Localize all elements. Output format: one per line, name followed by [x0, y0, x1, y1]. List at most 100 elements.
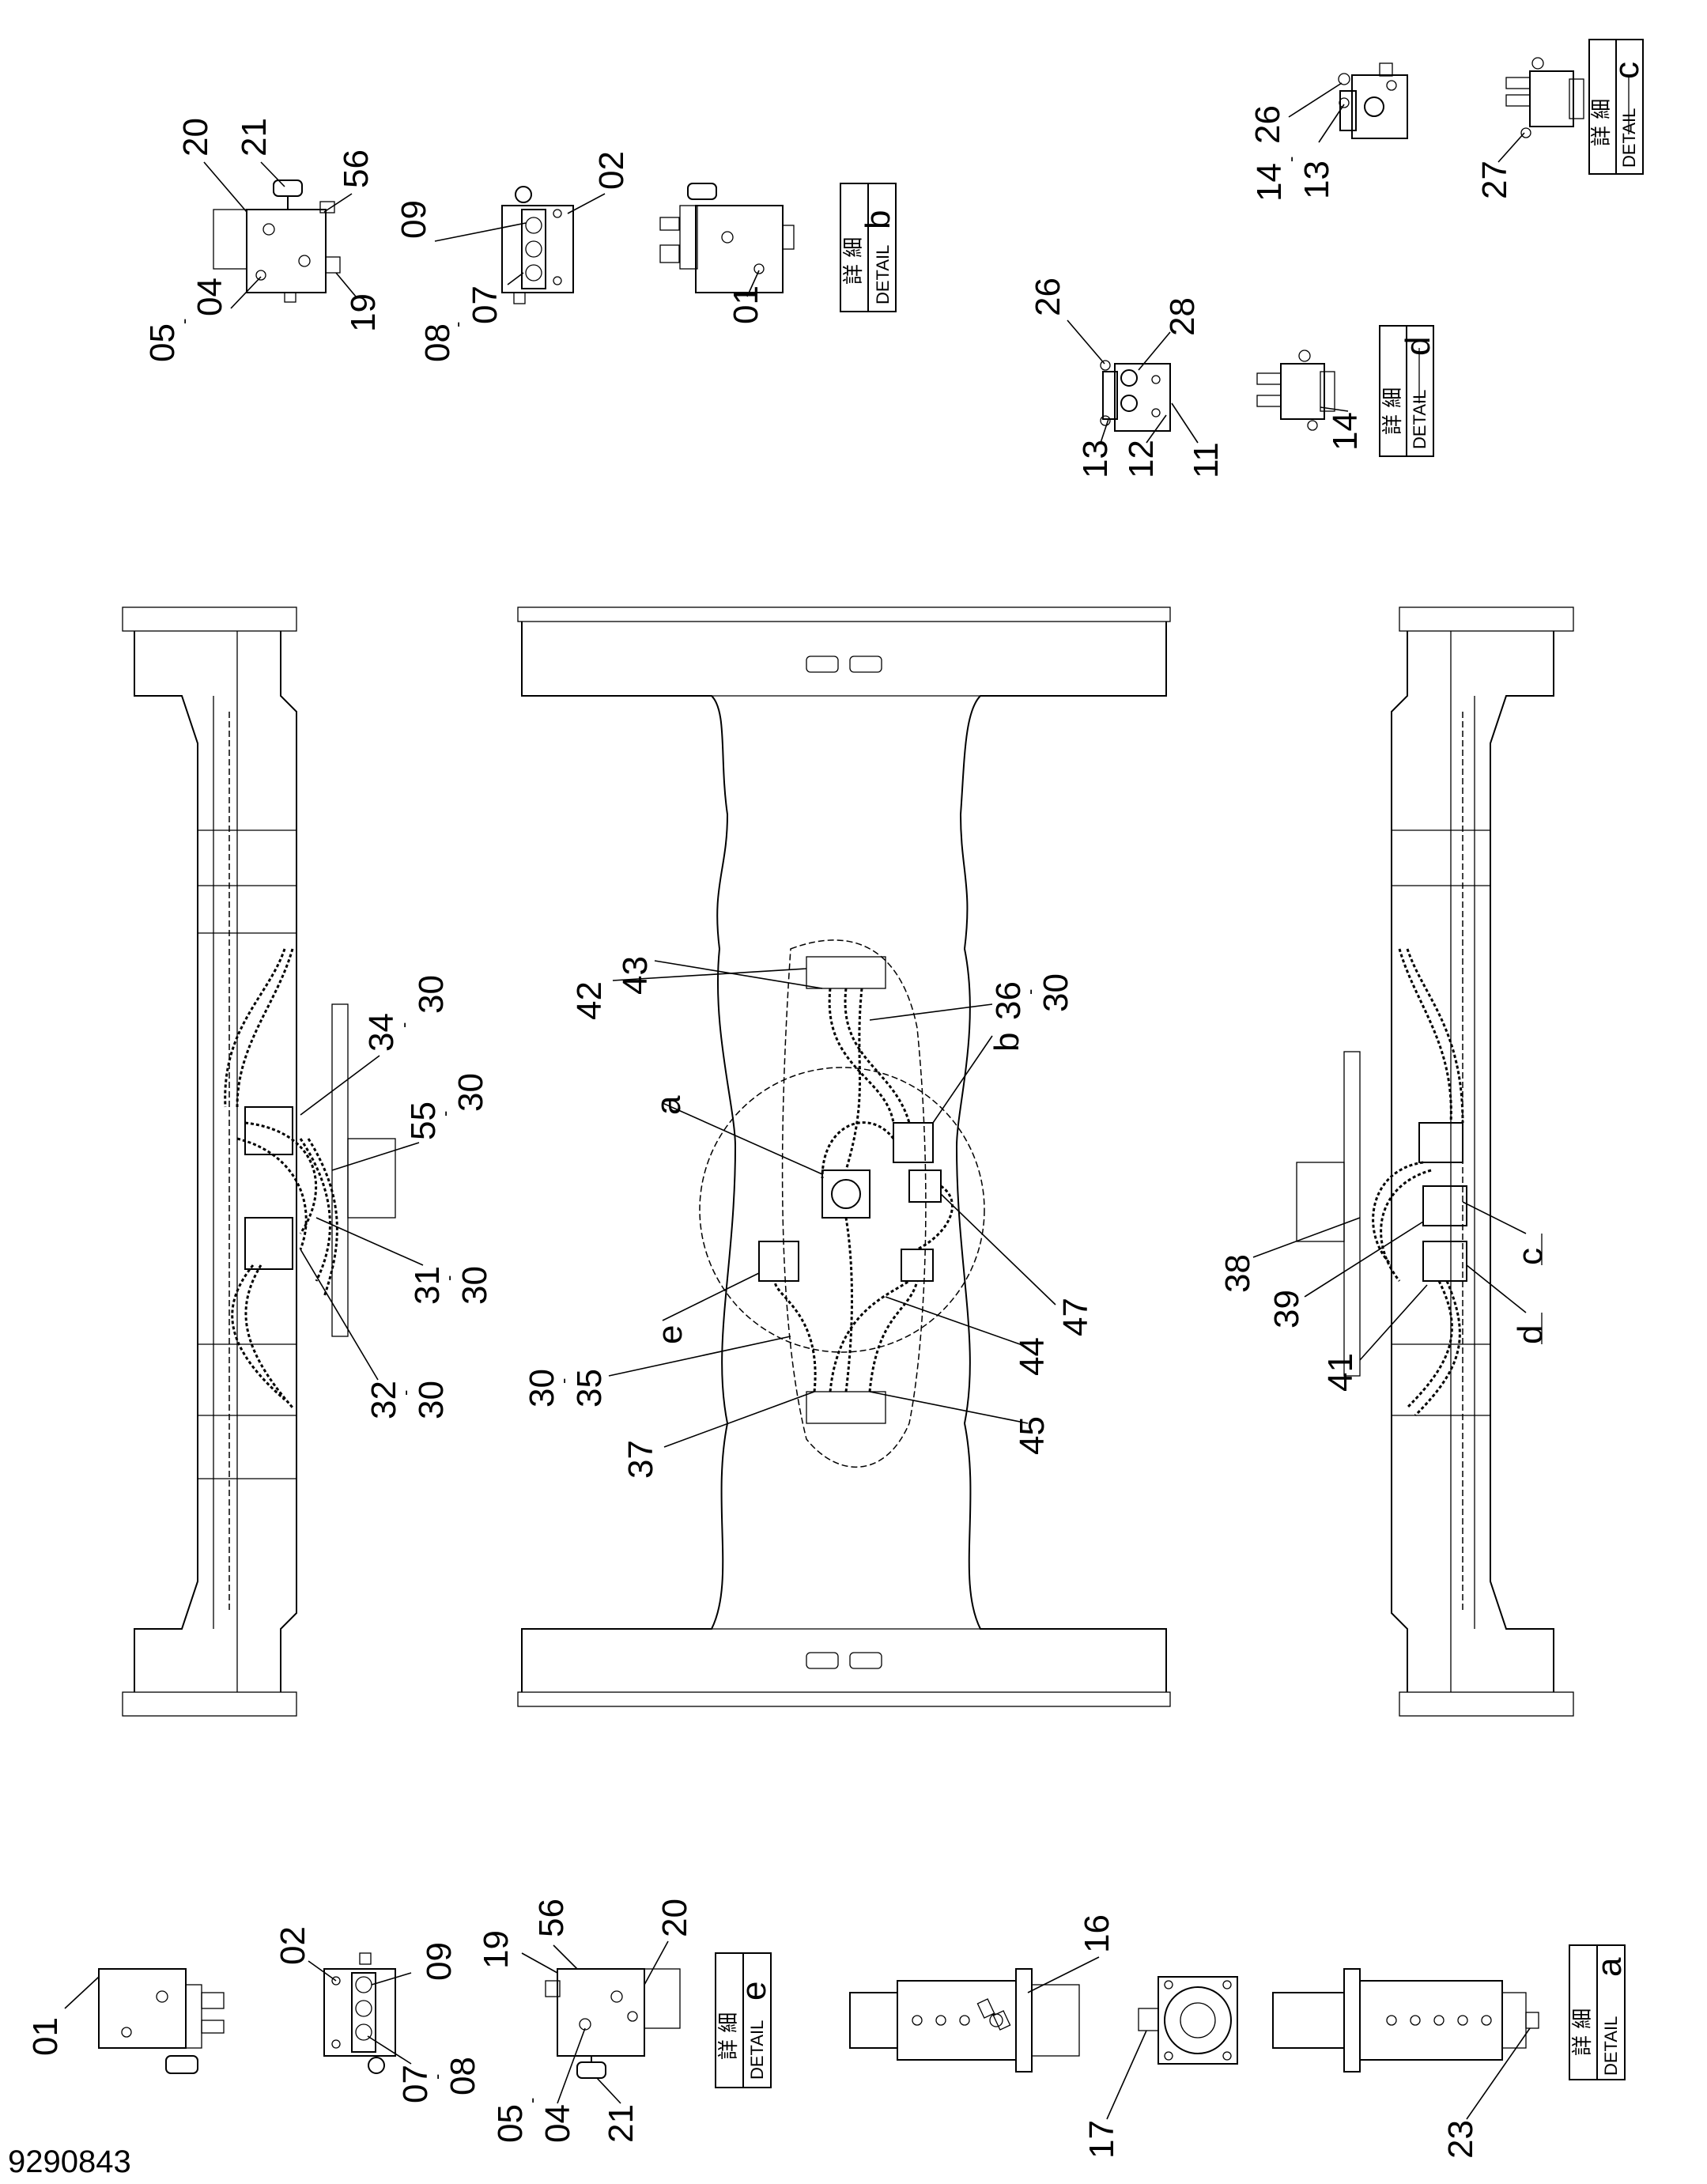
- drawing-number: 9290843: [8, 2144, 131, 2179]
- detail-e-valve-3: [545, 1968, 681, 2079]
- svg-text:31: 31: [408, 1266, 447, 1305]
- svg-text:44: 44: [1013, 1337, 1052, 1376]
- svg-text:-: -: [435, 1111, 455, 1117]
- svg-text:-: -: [394, 1022, 414, 1028]
- svg-text:a: a: [1590, 1957, 1629, 1977]
- detail-c-box: 詳 細 DETAIL c: [1588, 39, 1646, 175]
- svg-text:詳 細: 詳 細: [717, 2012, 741, 2060]
- svg-text:02: 02: [274, 1926, 312, 1965]
- svg-text:詳 細: 詳 細: [842, 237, 866, 285]
- detail-c-labels: 26 14 - 13 27: [1248, 82, 1525, 202]
- svg-text:DETAIL: DETAIL: [1601, 2016, 1621, 2076]
- svg-text:17: 17: [1082, 2120, 1121, 2159]
- svg-text:56: 56: [337, 149, 376, 188]
- svg-text:28: 28: [1163, 297, 1202, 336]
- svg-text:20: 20: [655, 1899, 694, 1937]
- svg-text:04: 04: [191, 278, 229, 316]
- svg-text:-: -: [553, 1378, 573, 1384]
- svg-text:d: d: [1511, 1325, 1550, 1344]
- detail-e-box: 詳 細 DETAIL e: [715, 1952, 773, 2088]
- svg-text:e: e: [735, 1982, 773, 2001]
- svg-text:19: 19: [477, 1930, 515, 1969]
- svg-text:36: 36: [989, 981, 1028, 1020]
- detail-b-labels: 20 21 56 19 05 - 04 09 02 08 - 07 01: [143, 118, 765, 362]
- svg-text:39: 39: [1267, 1290, 1306, 1328]
- left-frame-side-view: [122, 606, 396, 1717]
- svg-text:42: 42: [570, 981, 609, 1020]
- svg-text:-: -: [174, 319, 194, 324]
- svg-text:11: 11: [1187, 442, 1225, 478]
- svg-text:05: 05: [491, 2104, 530, 2143]
- svg-text:38: 38: [1218, 1254, 1257, 1293]
- svg-text:c: c: [1511, 1248, 1550, 1265]
- svg-text:30: 30: [523, 1369, 561, 1408]
- svg-text:45: 45: [1013, 1416, 1052, 1455]
- svg-text:41: 41: [1321, 1353, 1360, 1392]
- svg-text:07: 07: [466, 285, 504, 324]
- svg-text:DETAIL: DETAIL: [873, 245, 893, 304]
- svg-text:08: 08: [444, 2057, 482, 2095]
- detail-b-valve-3: [659, 183, 795, 293]
- detail-a-swivel-1: [849, 1968, 1080, 2073]
- svg-text:-: -: [522, 2098, 542, 2103]
- svg-text:27: 27: [1475, 161, 1514, 199]
- svg-text:20: 20: [176, 118, 215, 157]
- svg-text:14: 14: [1326, 412, 1365, 451]
- svg-text:-: -: [1020, 989, 1040, 995]
- center-frame-top-view: [517, 606, 1171, 1707]
- svg-text:09: 09: [420, 1942, 459, 1981]
- svg-text:16: 16: [1078, 1914, 1116, 1953]
- svg-text:56: 56: [532, 1899, 571, 1937]
- svg-text:55: 55: [404, 1101, 443, 1140]
- detail-d-valve-1: [1100, 360, 1171, 432]
- svg-text:b: b: [859, 210, 897, 229]
- detail-b-valve-1: [213, 179, 341, 303]
- detail-d-valve-2: [1256, 350, 1335, 431]
- svg-text:37: 37: [621, 1440, 660, 1479]
- svg-text:05: 05: [143, 323, 182, 362]
- svg-text:21: 21: [602, 2104, 640, 2143]
- svg-text:32: 32: [364, 1381, 403, 1419]
- svg-text:-: -: [395, 1390, 415, 1396]
- detail-e-valve-2: [323, 1952, 396, 2074]
- svg-text:26: 26: [1029, 278, 1067, 316]
- detail-a-swivel-2: [1272, 1968, 1539, 2073]
- svg-text:DETAIL: DETAIL: [747, 2020, 767, 2080]
- svg-text:26: 26: [1248, 105, 1287, 144]
- svg-text:01: 01: [727, 285, 765, 324]
- svg-text:-: -: [1281, 157, 1301, 162]
- detail-c-valve-1: [1338, 62, 1408, 139]
- detail-d-labels: 26 28 13 12 11 14: [1029, 278, 1365, 478]
- detail-a-swivel-end-view: [1138, 1976, 1238, 2065]
- center-frame-labels: 42 43 36 - 30 b a 47 e 44 30 - 35 37 45: [523, 956, 1095, 1479]
- right-frame-side-view: [1296, 606, 1574, 1717]
- detail-c-valve-2: [1505, 57, 1584, 138]
- svg-text:13: 13: [1076, 440, 1115, 478]
- svg-text:e: e: [651, 1325, 689, 1344]
- detail-b-box: 詳 細 DETAIL b: [840, 183, 897, 312]
- svg-text:08: 08: [418, 323, 457, 362]
- detail-a-labels: 16 17 23: [1027, 1914, 1531, 2159]
- svg-text:-: -: [427, 2074, 447, 2080]
- svg-text:35: 35: [570, 1369, 609, 1408]
- right-frame-labels: 38 c 39 d 41: [1218, 1201, 1550, 1392]
- svg-text:30: 30: [412, 1381, 451, 1419]
- left-frame-labels: 34 - 30 55 - 30 31 - 30 32 - 30: [300, 975, 494, 1419]
- svg-text:34: 34: [362, 1013, 401, 1052]
- detail-d-box: 詳 細 DETAIL d: [1379, 325, 1437, 457]
- detail-e-labels: 01 02 09 07 - 08 19 56 20 05 - 04 21: [26, 1899, 694, 2143]
- svg-text:47: 47: [1056, 1298, 1095, 1336]
- svg-text:30: 30: [412, 975, 451, 1014]
- detail-b-valve-2: [501, 186, 574, 304]
- svg-text:19: 19: [344, 293, 383, 332]
- svg-text:30: 30: [455, 1266, 494, 1305]
- svg-text:14: 14: [1250, 163, 1289, 202]
- svg-text:詳 細: 詳 細: [1590, 99, 1614, 146]
- svg-text:12: 12: [1122, 440, 1161, 478]
- svg-text:09: 09: [395, 200, 433, 239]
- svg-text:43: 43: [616, 956, 655, 995]
- svg-text:-: -: [448, 322, 467, 327]
- svg-text:d: d: [1399, 337, 1437, 356]
- detail-a-box: 詳 細 DETAIL a: [1569, 1944, 1629, 2080]
